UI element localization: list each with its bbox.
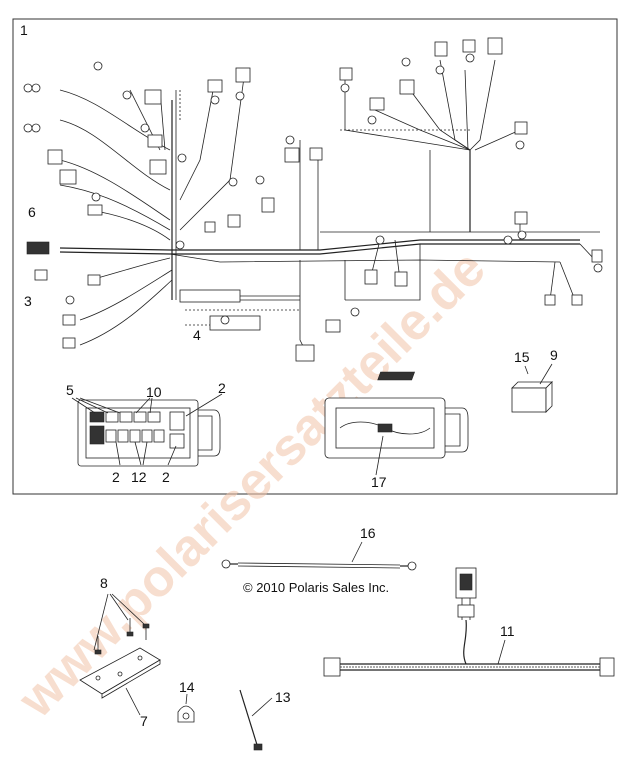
callout-14: 14 xyxy=(179,679,195,695)
bracket-assembly xyxy=(79,593,161,716)
battery-cable xyxy=(221,541,417,571)
main-harness-wiring xyxy=(59,59,600,361)
callout-5: 5 xyxy=(66,382,74,398)
callout-8: 8 xyxy=(100,575,108,591)
callout-6: 6 xyxy=(28,204,36,220)
callout-13: 13 xyxy=(275,689,291,705)
copyright-notice: © 2010 Polaris Sales Inc. xyxy=(243,580,389,595)
callout-11: 11 xyxy=(500,623,515,639)
callout-1: 1 xyxy=(20,22,28,38)
callout-17: 17 xyxy=(371,474,387,490)
callout-2-top: 2 xyxy=(218,380,226,396)
fuse-holder xyxy=(324,397,469,476)
callout-3: 3 xyxy=(24,293,32,309)
callout-2-left: 2 xyxy=(112,469,120,485)
cable-tie xyxy=(239,689,273,751)
clip xyxy=(177,693,195,723)
harness-connectors xyxy=(26,37,603,362)
sub-harness xyxy=(323,567,615,677)
callout-4: 4 xyxy=(193,327,201,343)
callout-16: 16 xyxy=(360,525,376,541)
reference-bubbles xyxy=(23,53,603,325)
fuse-box xyxy=(71,393,223,467)
callout-10: 10 xyxy=(146,384,162,400)
callout-15: 15 xyxy=(514,349,530,365)
callout-9: 9 xyxy=(550,347,558,363)
callout-12: 12 xyxy=(131,469,147,485)
callout-7: 7 xyxy=(140,713,148,729)
relay-and-label xyxy=(377,363,553,413)
callout-2-right: 2 xyxy=(162,469,170,485)
